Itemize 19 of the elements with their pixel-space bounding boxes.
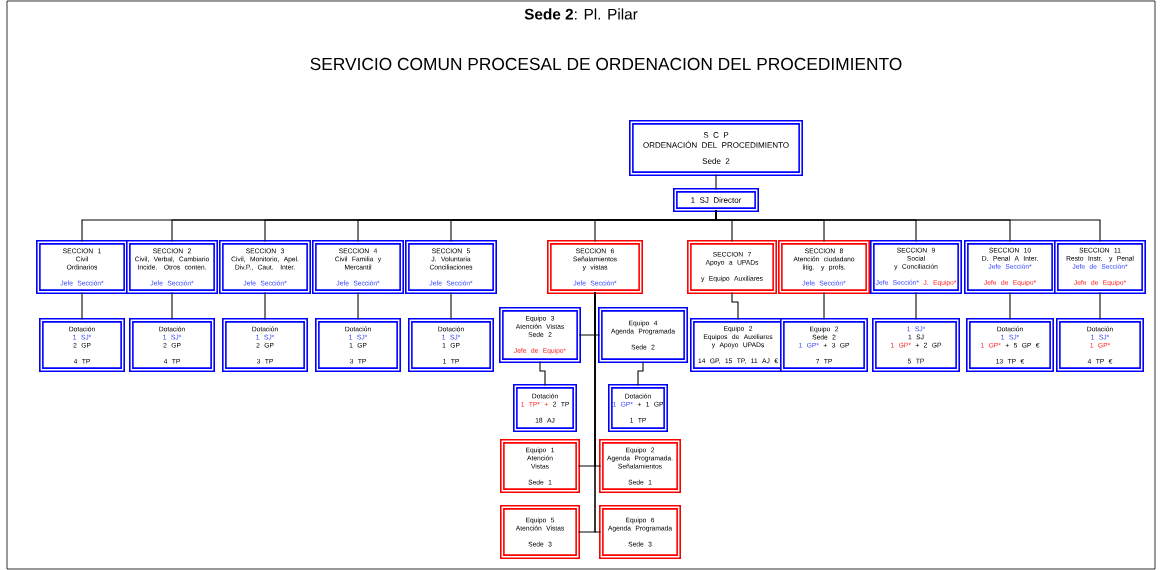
connector-line [594,291,602,533]
connector-line [450,291,452,321]
connector-line [539,360,546,387]
connector-line [1009,291,1011,321]
connector-line [1099,291,1101,321]
connector-line [715,209,1101,243]
connector-line [915,291,917,321]
header-box: S C P ORDENACIÓN DEL PROCEDIMIENTO Sede 2 [629,120,803,176]
connector-line [823,291,825,321]
page-heading: Sede 2: Pl. Pilar [524,8,638,20]
connector-line [357,291,359,321]
title: SERVICIO COMUN PROCESAL DE ORDENACION DEL PROCEDIMIENTO [310,57,902,71]
director-box: 1 SJ Director [673,188,759,212]
connector-line [637,360,644,387]
connector-line [264,291,266,321]
connector-line [171,291,173,321]
connector-line [715,173,717,191]
connector-line [731,291,739,321]
connector-line [81,291,83,321]
